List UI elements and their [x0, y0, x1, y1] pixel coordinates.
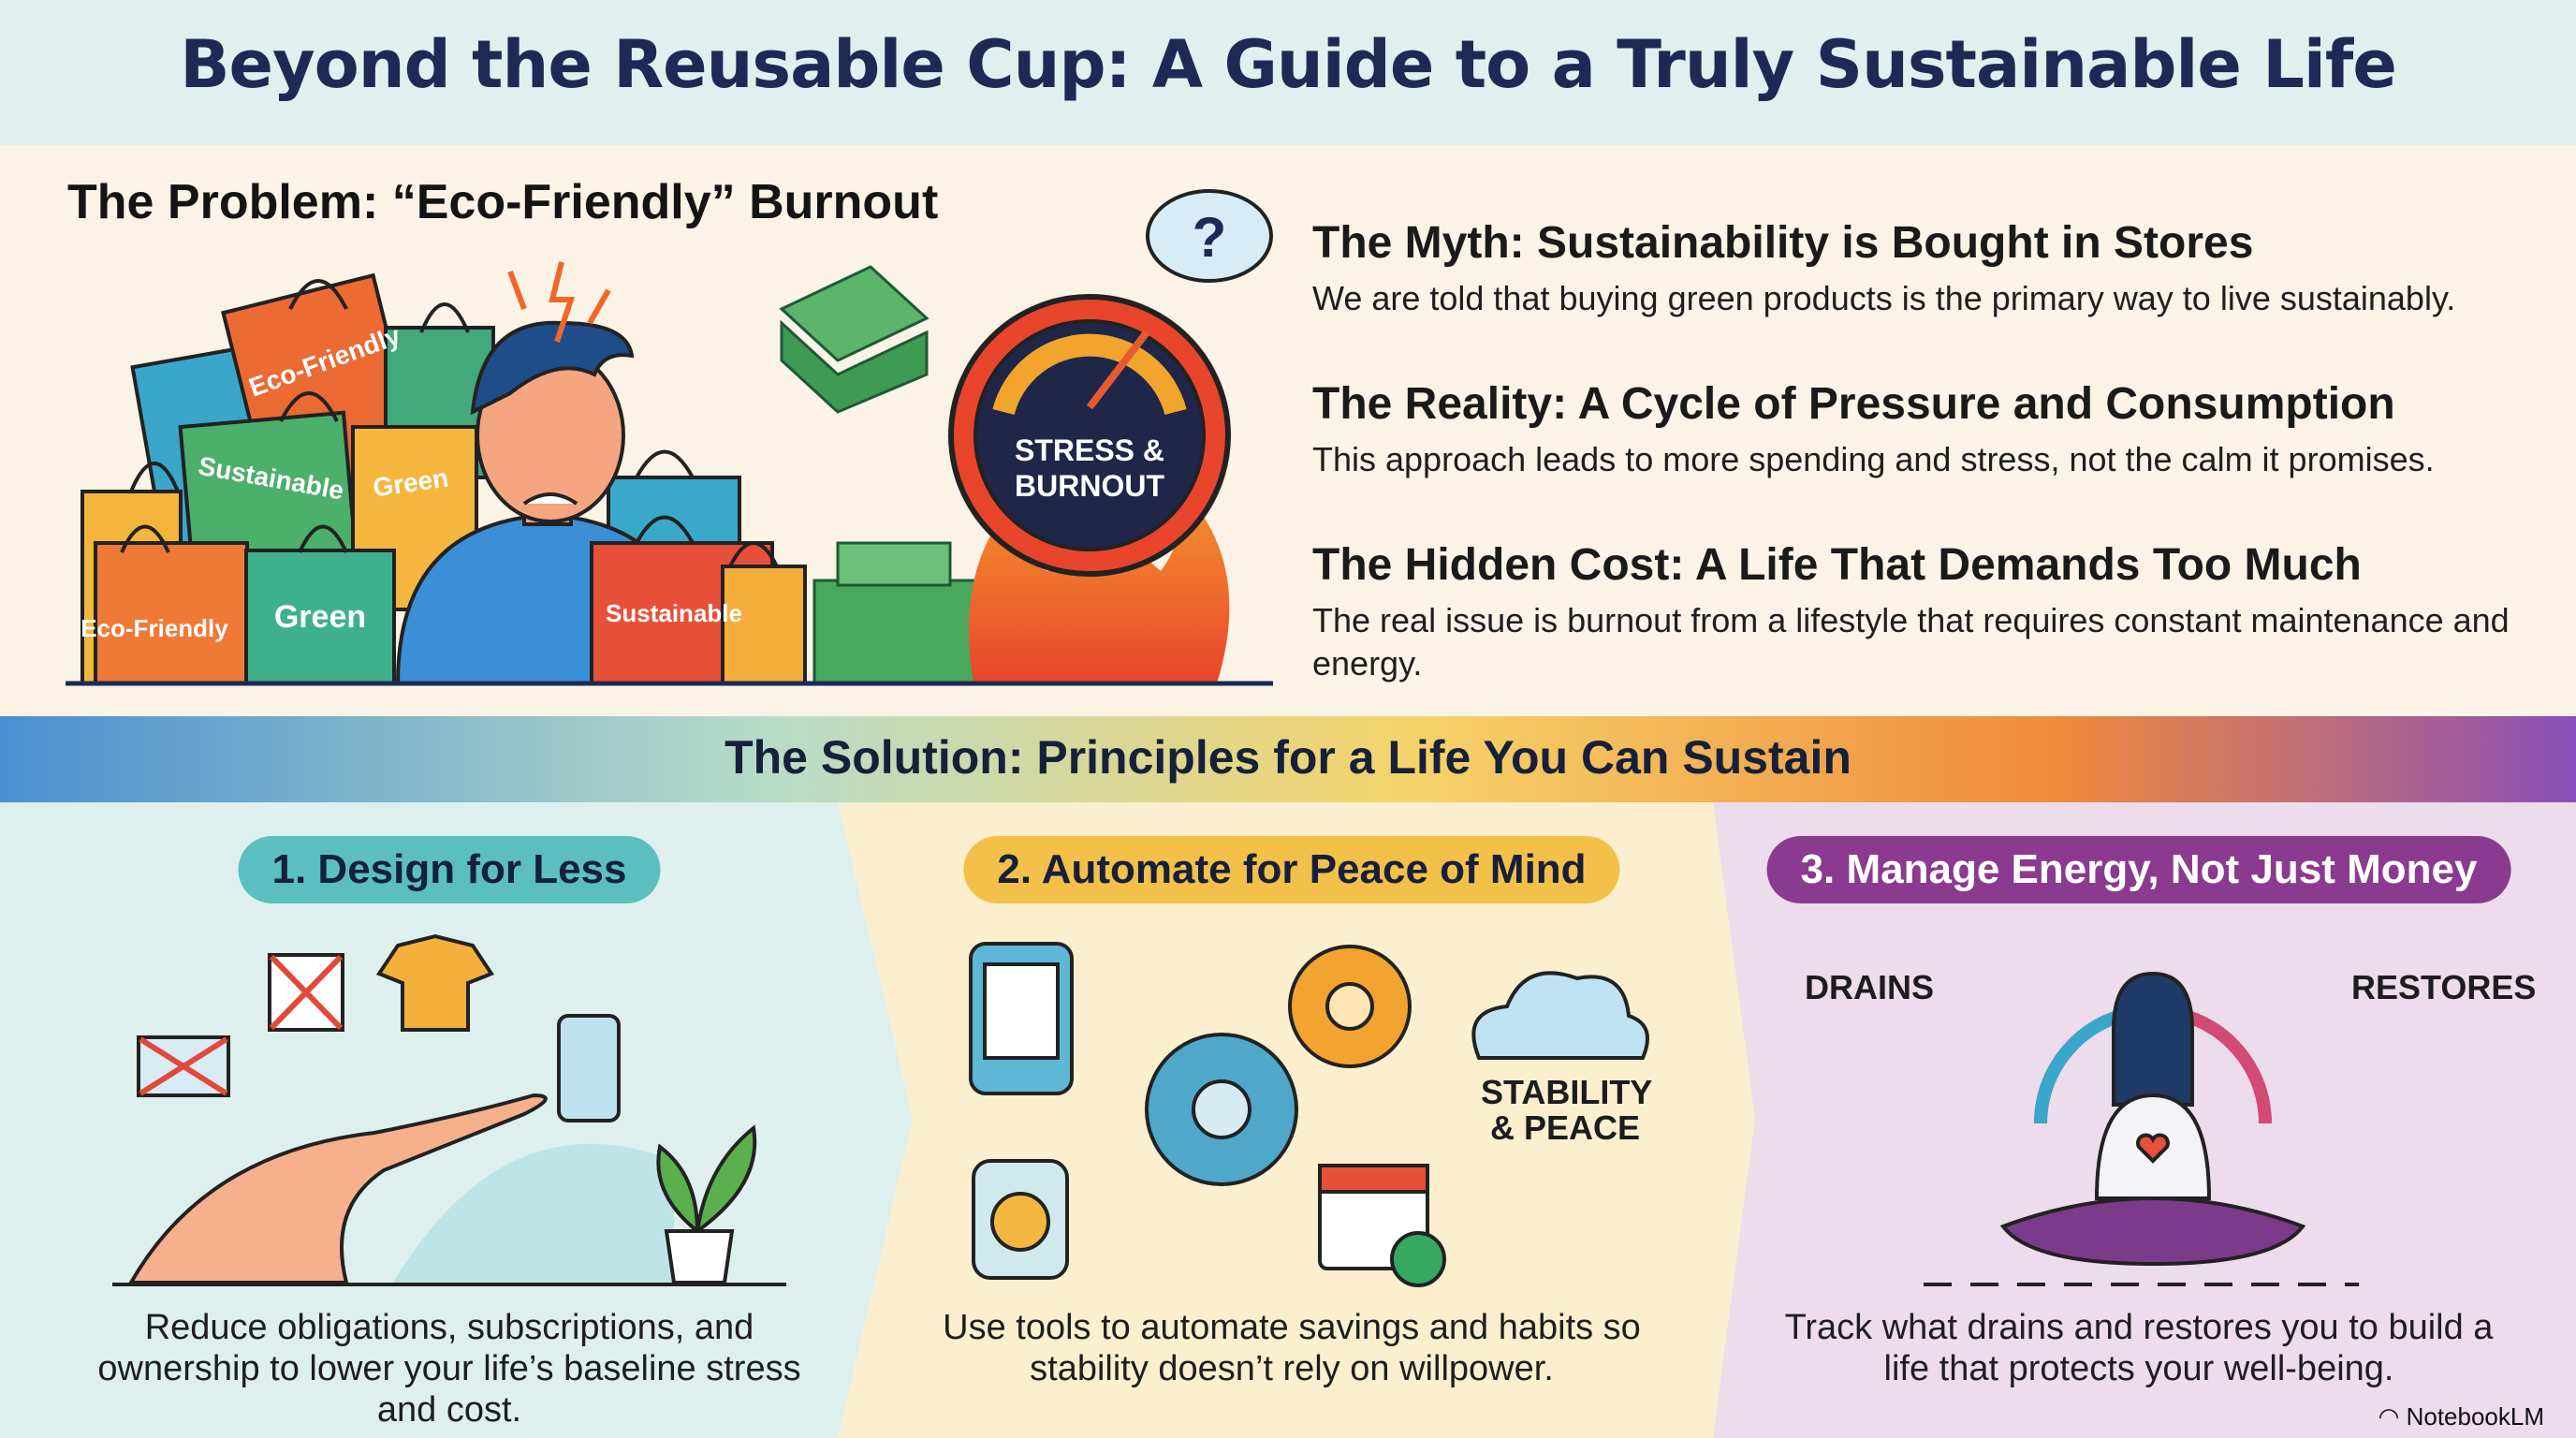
money-stacks-icon	[779, 265, 980, 685]
principle-3-title: 3. Manage Energy, Not Just Money	[1766, 836, 2511, 903]
notebooklm-logo-icon: ◠	[2378, 1402, 2407, 1431]
meditation-illustration	[1999, 971, 2306, 1267]
brand-label: NotebookLM	[2406, 1402, 2544, 1431]
drains-label: DRAINS	[1805, 968, 1935, 1006]
solution-band	[0, 716, 2576, 802]
automation-illustration	[969, 942, 1649, 1287]
hidden-cost-body: The real issue is burnout from a lifesty…	[1312, 601, 2510, 682]
cloud-icon	[1471, 971, 1649, 1060]
page-title: Beyond the Reusable Cup: A Guide to a Tr…	[180, 26, 2397, 103]
thought-cloud-icon: ?	[1146, 189, 1273, 283]
solution-heading: The Solution: Principles for a Life You …	[724, 731, 1852, 784]
reality-body: This approach leads to more spending and…	[1312, 440, 2435, 478]
stability-label: STABILITY & PEACE	[1481, 1073, 1653, 1147]
principle-1-caption: Reduce obligations, subscriptions, and o…	[97, 1308, 801, 1430]
myth-body: We are told that buying green products i…	[1312, 279, 2456, 317]
bag-label: Green	[274, 599, 366, 635]
bag-label: Eco-Friendly	[80, 614, 228, 642]
title-band	[0, 0, 2576, 145]
checkmark-icon	[1390, 1231, 1446, 1287]
hidden-cost-heading: The Hidden Cost: A Life That Demands Too…	[1312, 540, 2362, 590]
stress-gauge-icon: STRESS & BURNOUT	[948, 294, 1231, 577]
design-for-less-illustration	[127, 933, 757, 1284]
notebooklm-brand: ◠ NotebookLM	[2378, 1402, 2544, 1431]
principle-2-title: 2. Automate for Peace of Mind	[963, 836, 1620, 903]
front-shopping-bags-illustration	[590, 515, 807, 685]
reality-heading: The Reality: A Cycle of Pressure and Con…	[1312, 379, 2395, 429]
restores-label: RESTORES	[2351, 968, 2537, 1006]
myth-heading: The Myth: Sustainability is Bought in St…	[1312, 218, 2254, 268]
bag-label: Sustainable	[606, 599, 742, 627]
gauge-text-line2: BURNOUT	[1015, 469, 1164, 503]
principle-2-caption: Use tools to automate savings and habits…	[943, 1308, 1641, 1388]
principle-3-caption: Track what drains and restores you to bu…	[1784, 1308, 2494, 1388]
gauge-text-line1: STRESS &	[1015, 433, 1164, 467]
question-mark: ?	[1193, 206, 1227, 269]
problem-heading: The Problem: “Eco-Friendly” Burnout	[67, 175, 939, 229]
principle-1-title: 1. Design for Less	[238, 836, 661, 903]
